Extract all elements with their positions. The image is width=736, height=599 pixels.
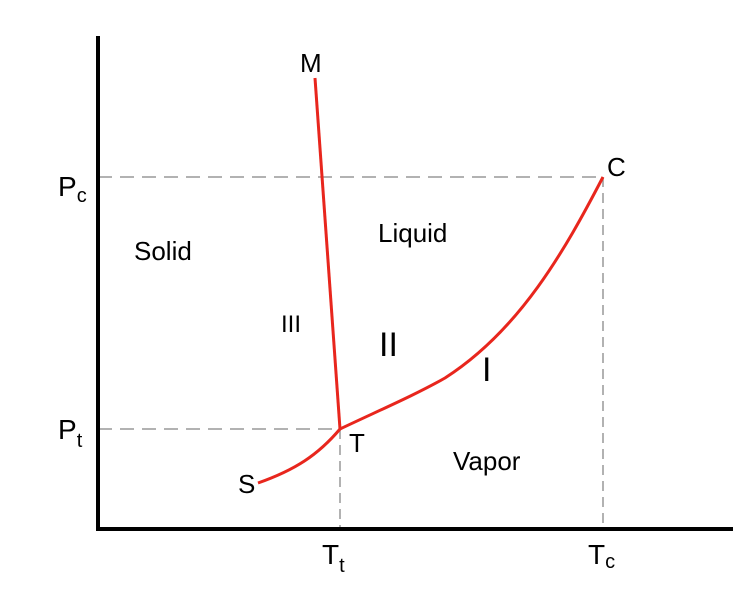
triple-temperature-label: Tt	[322, 539, 345, 577]
point-s-label: S	[238, 469, 255, 499]
vaporization-curve	[339, 176, 605, 431]
fusion-curve-label: III	[281, 311, 301, 338]
point-t-label: T	[349, 428, 365, 458]
solid-region-label: Solid	[134, 236, 192, 266]
vaporization-curve-label: I	[482, 351, 491, 389]
sublimation-curve	[257, 428, 342, 485]
critical-pressure-label: Pc	[58, 171, 87, 207]
vapor-region-label: Vapor	[453, 446, 521, 476]
liquid-region-label: Liquid	[378, 218, 447, 248]
fusion-curve	[313, 77, 342, 430]
triple-pressure-label: Pt	[58, 414, 83, 452]
point-m-label: M	[300, 48, 322, 78]
liquid-marker-label: II	[379, 326, 398, 364]
critical-temperature-label: Tc	[588, 539, 615, 573]
point-c-label: C	[607, 152, 626, 182]
